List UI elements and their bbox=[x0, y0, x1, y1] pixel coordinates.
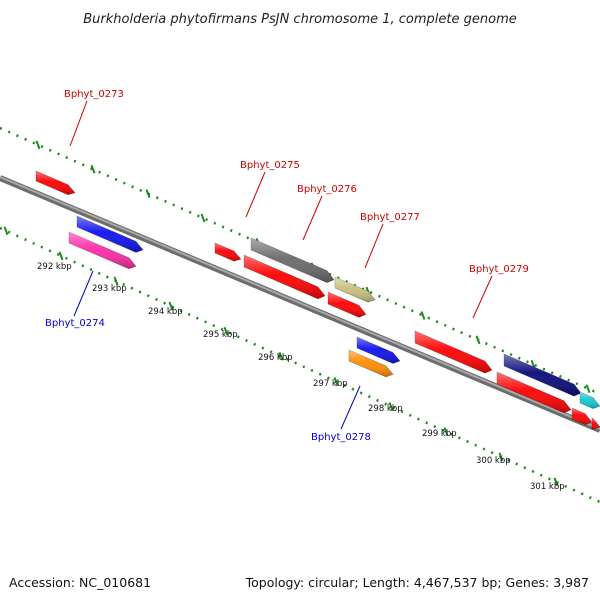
major-tick bbox=[443, 427, 449, 437]
gene-arrow-shading bbox=[335, 277, 375, 303]
leader-line bbox=[69, 100, 88, 147]
leader-line bbox=[472, 275, 493, 319]
major-tick bbox=[223, 326, 229, 336]
leader-line bbox=[73, 270, 94, 317]
accession-text: Accession: NC_010681 bbox=[9, 575, 151, 590]
ruler-labels: 292 kbp 293 kbp 294 kbp 295 kbp 296 kbp … bbox=[37, 262, 565, 492]
major-tick bbox=[420, 311, 426, 320]
ruler-label: 299 kbp bbox=[422, 429, 457, 439]
gene-label[interactable]: Bphyt_0273 bbox=[64, 89, 124, 100]
major-tick bbox=[200, 213, 206, 223]
ruler-label: 293 kbp bbox=[92, 284, 127, 294]
major-tick bbox=[90, 164, 96, 174]
gene-arrow-shading bbox=[328, 292, 366, 318]
map-title: Burkholderia phytofirmans PsJN chromosom… bbox=[83, 12, 517, 27]
major-tick bbox=[145, 189, 151, 198]
gene-arrow-shading bbox=[244, 255, 325, 299]
ruler-label: 298 kbp bbox=[368, 404, 403, 414]
major-tick bbox=[498, 452, 504, 462]
leader-line bbox=[245, 171, 266, 218]
topology-text: Topology: circular; Length: 4,467,537 bp… bbox=[245, 575, 589, 590]
ruler-label: 296 kbp bbox=[258, 353, 293, 363]
gene-features bbox=[35, 170, 600, 430]
gene-arrow-shading bbox=[36, 171, 75, 195]
leader-line bbox=[302, 195, 323, 241]
gene-arrow-shading bbox=[357, 337, 400, 364]
major-tick bbox=[168, 301, 174, 311]
major-ticks-inner bbox=[3, 226, 559, 487]
gene-labels: Bphyt_0273 Bphyt_0274 Bphyt_0275 Bphyt_0… bbox=[45, 89, 529, 443]
ruler-label: 292 kbp bbox=[37, 262, 72, 272]
gene-label[interactable]: Bphyt_0279 bbox=[469, 264, 529, 275]
label-leaders bbox=[69, 100, 493, 430]
gene-arrow-shading bbox=[349, 350, 393, 377]
major-tick bbox=[388, 402, 394, 411]
ruler-label: 294 kbp bbox=[148, 307, 183, 317]
ruler-label: 301 kbp bbox=[530, 482, 565, 492]
gene-arrow-shading bbox=[497, 372, 571, 413]
gene-label[interactable]: Bphyt_0276 bbox=[297, 184, 357, 195]
major-tick bbox=[3, 226, 9, 236]
gene-arrow-shading bbox=[215, 243, 241, 262]
major-tick bbox=[585, 384, 591, 394]
ruler-label: 295 kbp bbox=[203, 330, 238, 340]
ruler-label: 300 kbp bbox=[476, 456, 511, 466]
gene-arrow-shading bbox=[415, 331, 492, 374]
leader-line bbox=[364, 223, 384, 269]
major-tick bbox=[35, 140, 41, 150]
gene-arrow-shading bbox=[580, 392, 600, 409]
major-tick bbox=[58, 251, 64, 261]
gene-arrow-shading bbox=[251, 238, 334, 283]
ruler-label: 297 kbp bbox=[313, 379, 348, 389]
major-tick bbox=[113, 276, 119, 286]
major-tick bbox=[278, 351, 284, 361]
major-tick bbox=[475, 335, 481, 345]
gene-arrow-shading bbox=[504, 354, 581, 397]
gene-arrow-shading bbox=[69, 232, 136, 269]
major-tick bbox=[333, 377, 339, 386]
gene-label[interactable]: Bphyt_0278 bbox=[311, 432, 371, 443]
gene-arrow-shading bbox=[592, 418, 600, 430]
leader-line bbox=[340, 385, 361, 430]
major-tick bbox=[553, 477, 559, 487]
gene-label[interactable]: Bphyt_0274 bbox=[45, 318, 105, 329]
gene-arrow-shading bbox=[572, 408, 592, 425]
genome-backbone bbox=[0, 175, 600, 433]
gene-arrow-shading bbox=[77, 216, 143, 253]
tick-ring-outer bbox=[0, 126, 600, 396]
gene-label[interactable]: Bphyt_0277 bbox=[360, 212, 420, 223]
gene-label[interactable]: Bphyt_0275 bbox=[240, 160, 300, 171]
